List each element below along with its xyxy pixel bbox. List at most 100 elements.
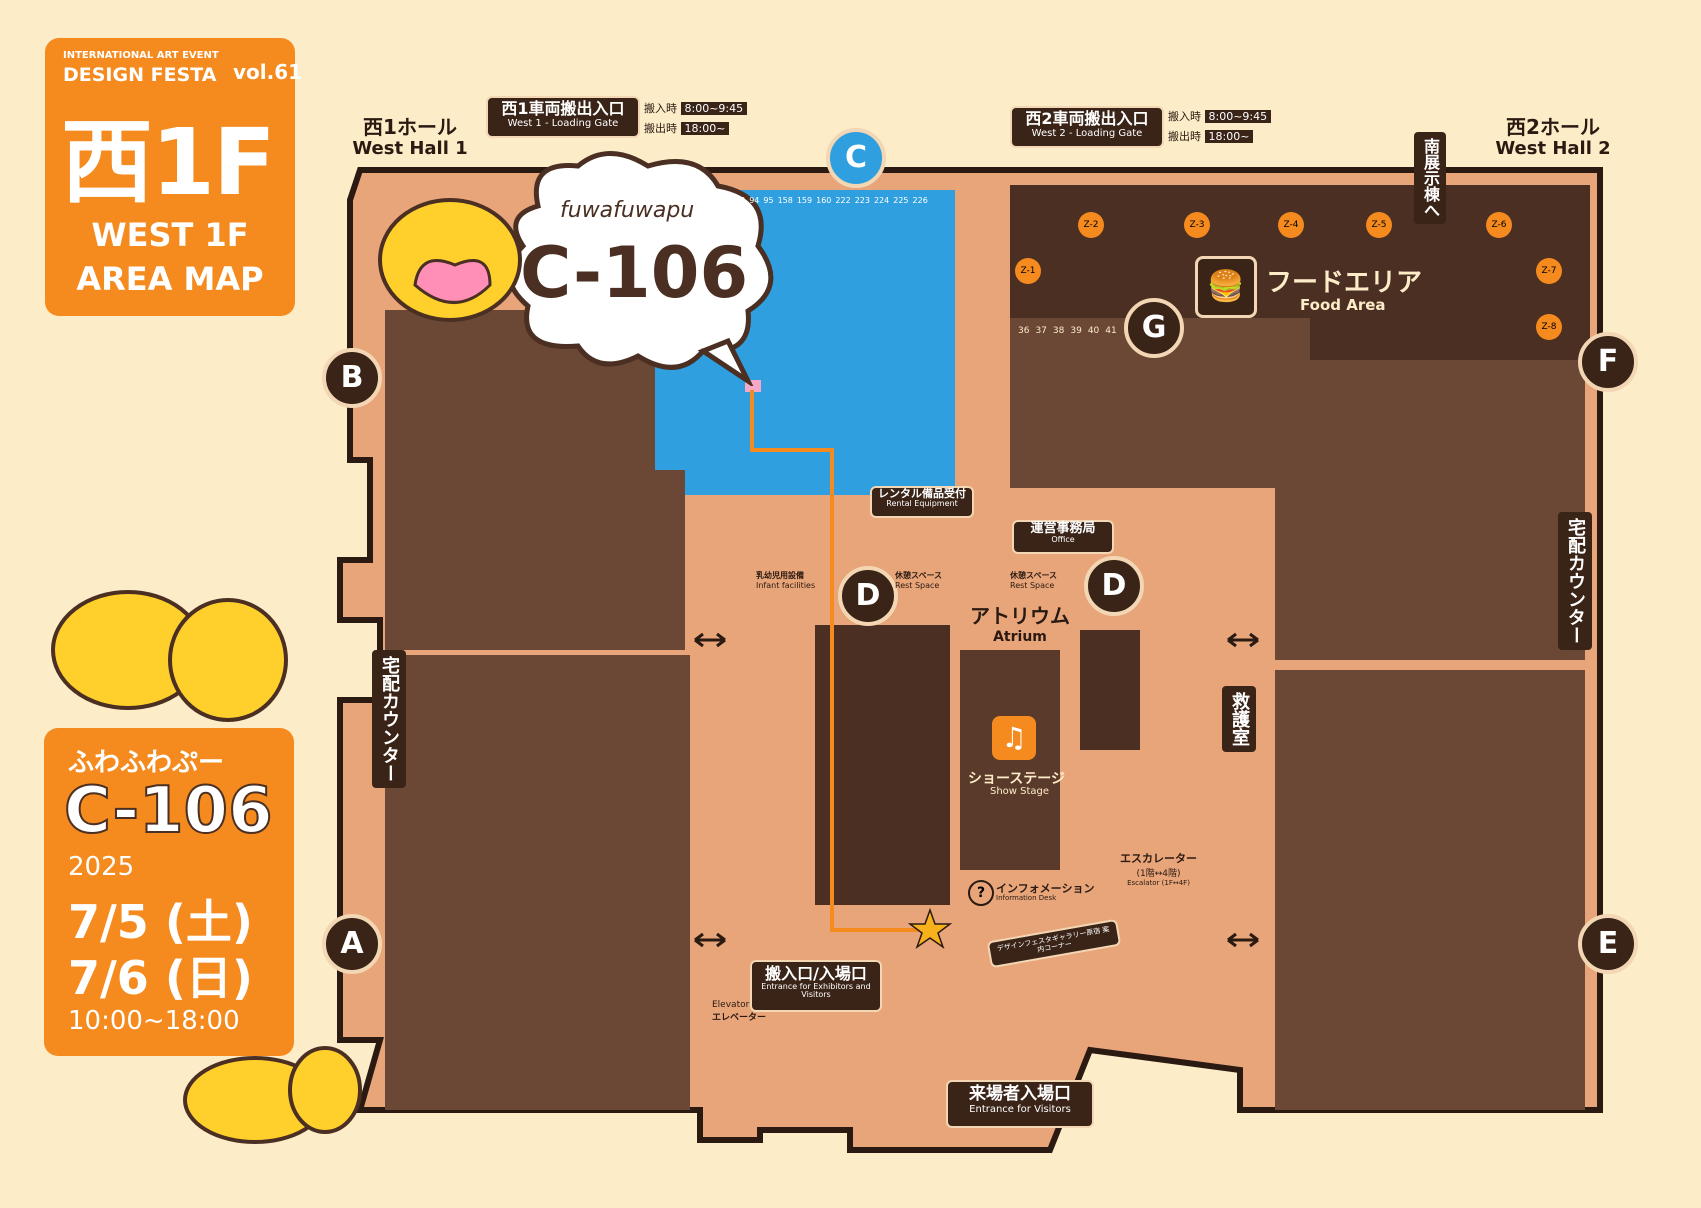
mascot-left [51, 590, 288, 722]
event-subtitle: INTERNATIONAL ART EVENT [63, 50, 219, 61]
food-stall-z2: Z-2 [1078, 212, 1104, 238]
booth-cell: 160 [816, 196, 832, 205]
arrow-left-right-icon [1227, 932, 1259, 948]
map-title-2: AREA MAP [76, 260, 264, 298]
booth-cell: 159 [796, 196, 813, 205]
rest-en-1: Rest Space [895, 581, 940, 590]
area-a-block [385, 655, 690, 1110]
rest-en-2: Rest Space [1010, 581, 1055, 590]
booth-cell: 222 [835, 196, 851, 205]
booth-cell: 225 [893, 196, 909, 205]
delivery-counter-right: 宅配カウンター [1558, 512, 1592, 650]
in-time-2: 8:00~9:45 [1204, 110, 1272, 123]
food-stall-z1: Z-1 [1015, 258, 1041, 284]
in-label: 搬入時 [644, 102, 677, 115]
delivery-counter-left: 宅配カウンター [372, 650, 406, 788]
arrow-left-right-icon [694, 932, 726, 948]
area-f-block [1275, 360, 1585, 660]
food-area-en: Food Area [1300, 296, 1386, 314]
gate-1-times: 搬入時 8:00~9:45 搬出時 18:00~ [644, 100, 748, 136]
west-hall-1-jp: 西1ホール [363, 115, 457, 139]
area-d-block-right [1080, 630, 1140, 750]
elevator-en: Elevator [712, 1000, 750, 1010]
food-stall-z5: Z-5 [1366, 212, 1392, 238]
west-hall-1-title: 西1ホール West Hall 1 [350, 116, 470, 160]
booth-cell: 40 [1087, 326, 1100, 336]
music-note-icon: ♫ [992, 716, 1036, 760]
exhibitor-entry-en: Entrance for Exhibitors and Visitors [761, 981, 871, 1000]
marker-a: A [322, 914, 382, 974]
out-label: 搬出時 [644, 122, 677, 135]
mascot-top [378, 198, 522, 322]
elevator-jp: エレベーター [712, 1013, 767, 1023]
west-hall-2-title: 西2ホール West Hall 2 [1488, 116, 1618, 160]
food-stall-z8: Z-8 [1536, 314, 1562, 340]
in-time: 8:00~9:45 [680, 102, 748, 115]
marker-c: C [826, 128, 886, 188]
elevator-label: Elevator エレベーター [712, 1000, 766, 1023]
west-hall-2-jp: 西2ホール [1506, 115, 1600, 139]
food-stall-z7: Z-7 [1536, 258, 1562, 284]
office-en: Office [1051, 535, 1075, 545]
office-label: 運営事務局 Office [1012, 520, 1114, 554]
booth-cell: 36 [1018, 326, 1030, 336]
booth-cell: 95 [763, 196, 774, 205]
marker-g: G [1124, 298, 1184, 358]
infant-jp: 乳幼児用設備 [756, 571, 804, 580]
callout-brand: fuwafuwapu [560, 198, 695, 223]
event-vol: vol.61 [233, 60, 303, 84]
booth-cell: 94 [749, 196, 760, 205]
gate-1-jp: 西1車両搬出入口 [501, 99, 625, 118]
marker-f: F [1578, 332, 1638, 392]
office-jp: 運営事務局 [1030, 521, 1096, 536]
booth-cell: 37 [1035, 326, 1047, 336]
escalator-floors: (1階↔4階) [1136, 869, 1181, 879]
escalator-en: Escalator (1F↔4F) [1127, 879, 1190, 887]
burger-icon: 🍔 [1195, 256, 1257, 318]
booth-cell: 39 [1070, 326, 1082, 336]
info-desk-icon: ? [968, 880, 994, 906]
c-booth-row: 93 94 95 158 159 160 222 223 224 225 226 [735, 196, 928, 205]
visitor-entry-jp: 来場者入場口 [969, 1084, 1071, 1104]
area-d-block-left [815, 625, 950, 905]
marker-e: E [1578, 914, 1638, 974]
visitor-entrance: 来場者入場口 Entrance for Visitors [946, 1080, 1094, 1128]
escalator-label: エスカレーター (1階↔4階) Escalator (1F↔4F) [1120, 850, 1197, 887]
infant-en: Infant facilities [756, 581, 816, 590]
booth-cell: 226 [912, 196, 928, 205]
info-hours: 10:00~18:00 [68, 1006, 240, 1036]
marker-d-right: D [1084, 556, 1144, 616]
area-e-block [1275, 670, 1585, 1110]
atrium-jp: アトリウム [970, 604, 1070, 628]
gate-2-jp: 西2車両搬出入口 [1025, 109, 1149, 128]
gate-2-label: 西2車両搬出入口 West 2 - Loading Gate [1010, 106, 1164, 148]
gate-2-times: 搬入時 8:00~9:45 搬出時 18:00~ [1168, 108, 1272, 144]
marker-b: B [322, 348, 382, 408]
callout-booth: C-106 [520, 232, 749, 314]
west-hall-1-en: West Hall 1 [352, 138, 468, 159]
arrow-left-right-icon [1227, 632, 1259, 648]
info-day2: 7/6 (日) [68, 951, 253, 1005]
stage-en: Show Stage [990, 786, 1050, 797]
food-stall-z4: Z-4 [1278, 212, 1304, 238]
booth-info-card: ふわふわぷー C-106 2025 7/5 (土) 7/6 (日) 10:00~… [44, 728, 294, 1056]
booth-cell: 158 [777, 196, 793, 205]
marker-d-left: D [838, 566, 898, 626]
rental-label: レンタル備品受付 Rental Equipment [870, 486, 974, 518]
escalator-jp: エスカレーター [1120, 852, 1197, 865]
callout-bubble [506, 151, 774, 386]
map-title-1: WEST 1F [91, 216, 249, 254]
mascot-bottom [183, 1046, 362, 1144]
booth-cell: 93 [735, 196, 746, 205]
event-card: INTERNATIONAL ART EVENT DESIGN FESTA vol… [45, 38, 302, 316]
rental-jp: レンタル備品受付 [878, 487, 966, 500]
rest-jp-2: 休憩スペース [1010, 571, 1058, 580]
south-hall-label: 南展示棟へ [1414, 132, 1446, 224]
stage-jp: ショーステージ [968, 771, 1066, 787]
booth-cell: 224 [873, 196, 890, 205]
rest-space-2: 休憩スペース Rest Space [1010, 570, 1057, 590]
g-booth-row: 36 37 38 39 40 41 [1018, 326, 1117, 336]
info-year: 2025 [68, 852, 135, 882]
info-name: ふわふわぷー [68, 748, 225, 778]
